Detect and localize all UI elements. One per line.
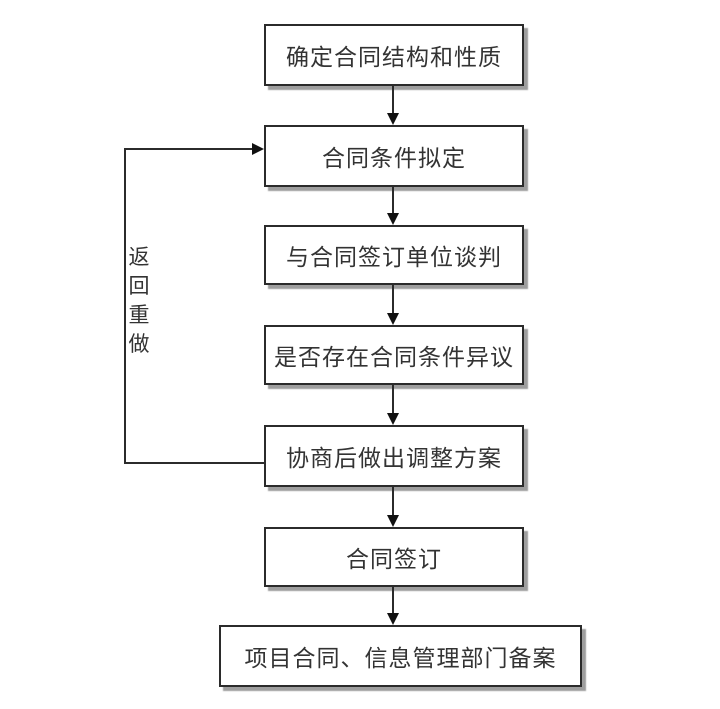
edge-2-3-arrowhead-down-icon [387, 213, 399, 225]
flow-node-determine-structure: 确定合同结构和性质 [264, 24, 524, 86]
flow-node-condition-objection-label: 是否存在合同条件异议 [274, 345, 514, 371]
feedback-loop-label: 返回重做 [128, 245, 150, 356]
flow-node-contract-signing: 合同签订 [264, 527, 524, 587]
edge-3-4-line [392, 285, 394, 314]
edge-4-5-line [392, 385, 394, 414]
flow-node-department-filing: 项目合同、信息管理部门备案 [219, 625, 582, 687]
flow-node-draft-conditions: 合同条件拟定 [264, 125, 524, 187]
flow-node-contract-signing-label: 合同签订 [346, 547, 442, 573]
edge-4-5-arrowhead-down-icon [387, 413, 399, 425]
flow-node-condition-objection: 是否存在合同条件异议 [264, 325, 524, 385]
edge-5-6-line [392, 487, 394, 516]
flow-node-adjustment-plan: 协商后做出调整方案 [264, 425, 524, 487]
flow-node-department-filing-label: 项目合同、信息管理部门备案 [244, 646, 557, 672]
edge-6-7-arrowhead-down-icon [387, 613, 399, 625]
edge-5-6-arrowhead-down-icon [387, 515, 399, 527]
feedback-loop-arrowhead-right-icon [252, 143, 264, 155]
feedback-loop-bottom-line [124, 462, 264, 464]
edge-6-7-line [392, 587, 394, 614]
edge-2-3-line [392, 187, 394, 214]
flow-node-negotiation: 与合同签订单位谈判 [264, 225, 524, 285]
feedback-loop-vertical-line [124, 148, 126, 464]
flow-node-negotiation-label: 与合同签订单位谈判 [286, 245, 502, 271]
edge-1-2-arrowhead-down-icon [387, 113, 399, 125]
flow-node-determine-structure-label: 确定合同结构和性质 [286, 45, 502, 71]
flow-node-draft-conditions-label: 合同条件拟定 [322, 146, 466, 172]
edge-3-4-arrowhead-down-icon [387, 313, 399, 325]
edge-1-2-line [392, 86, 394, 114]
flow-node-adjustment-plan-label: 协商后做出调整方案 [286, 446, 502, 472]
feedback-loop-top-line [124, 148, 254, 150]
